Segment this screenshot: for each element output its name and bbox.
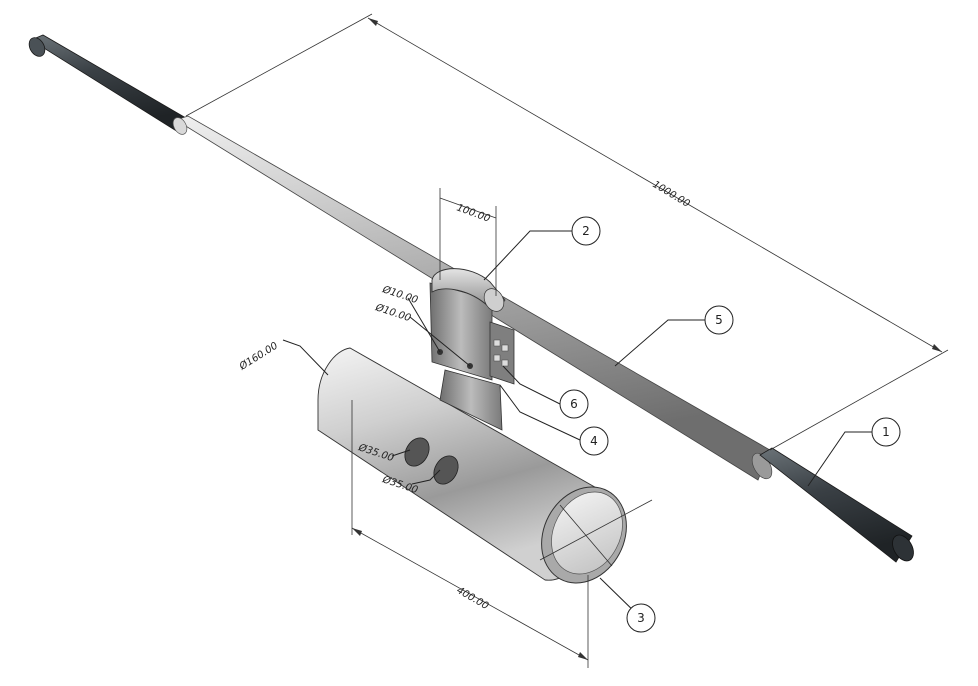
rod-left-cap [28,37,46,57]
item-balloons: 1 2 3 4 5 6 [559,216,901,633]
rod-tube-left-rim [172,117,188,135]
balloon-3: 3 [626,603,656,633]
svg-text:4: 4 [590,434,598,448]
svg-text:3: 3 [637,611,645,625]
balloon-5: 5 [704,305,734,335]
svg-text:1: 1 [882,425,890,439]
balloon-4: 4 [579,426,609,456]
balloon-6: 6 [559,389,589,419]
bracket-assembly [429,268,515,431]
cylinder-body [317,347,653,584]
dimension-lines [185,13,949,668]
rod-left-end [30,34,187,133]
balloon-1: 1 [871,417,901,447]
rod-right-end [759,447,913,563]
dim-hole-b: Ø10.00 [373,301,412,324]
dim-overall-length: 1000.00 [650,179,691,210]
bracket-plate [439,369,503,431]
cylinder-end-face-inner [551,491,623,575]
svg-text:2: 2 [582,224,590,238]
rod-right-cap [892,534,914,562]
dim-cylinder-length: 400.00 [455,585,491,612]
leader-lines [282,230,872,619]
dim-hole-a: Ø10.00 [380,283,419,306]
bracket-side-connector [489,321,515,385]
dim-cylinder-diameter: Ø160.00 [236,340,280,373]
port-hole-b [433,455,459,485]
dim-clamp-width: 100.00 [455,202,492,224]
svg-text:6: 6 [570,397,578,411]
balloon-2: 2 [571,216,601,246]
port-hole-a [404,437,430,467]
svg-text:5: 5 [715,313,723,327]
